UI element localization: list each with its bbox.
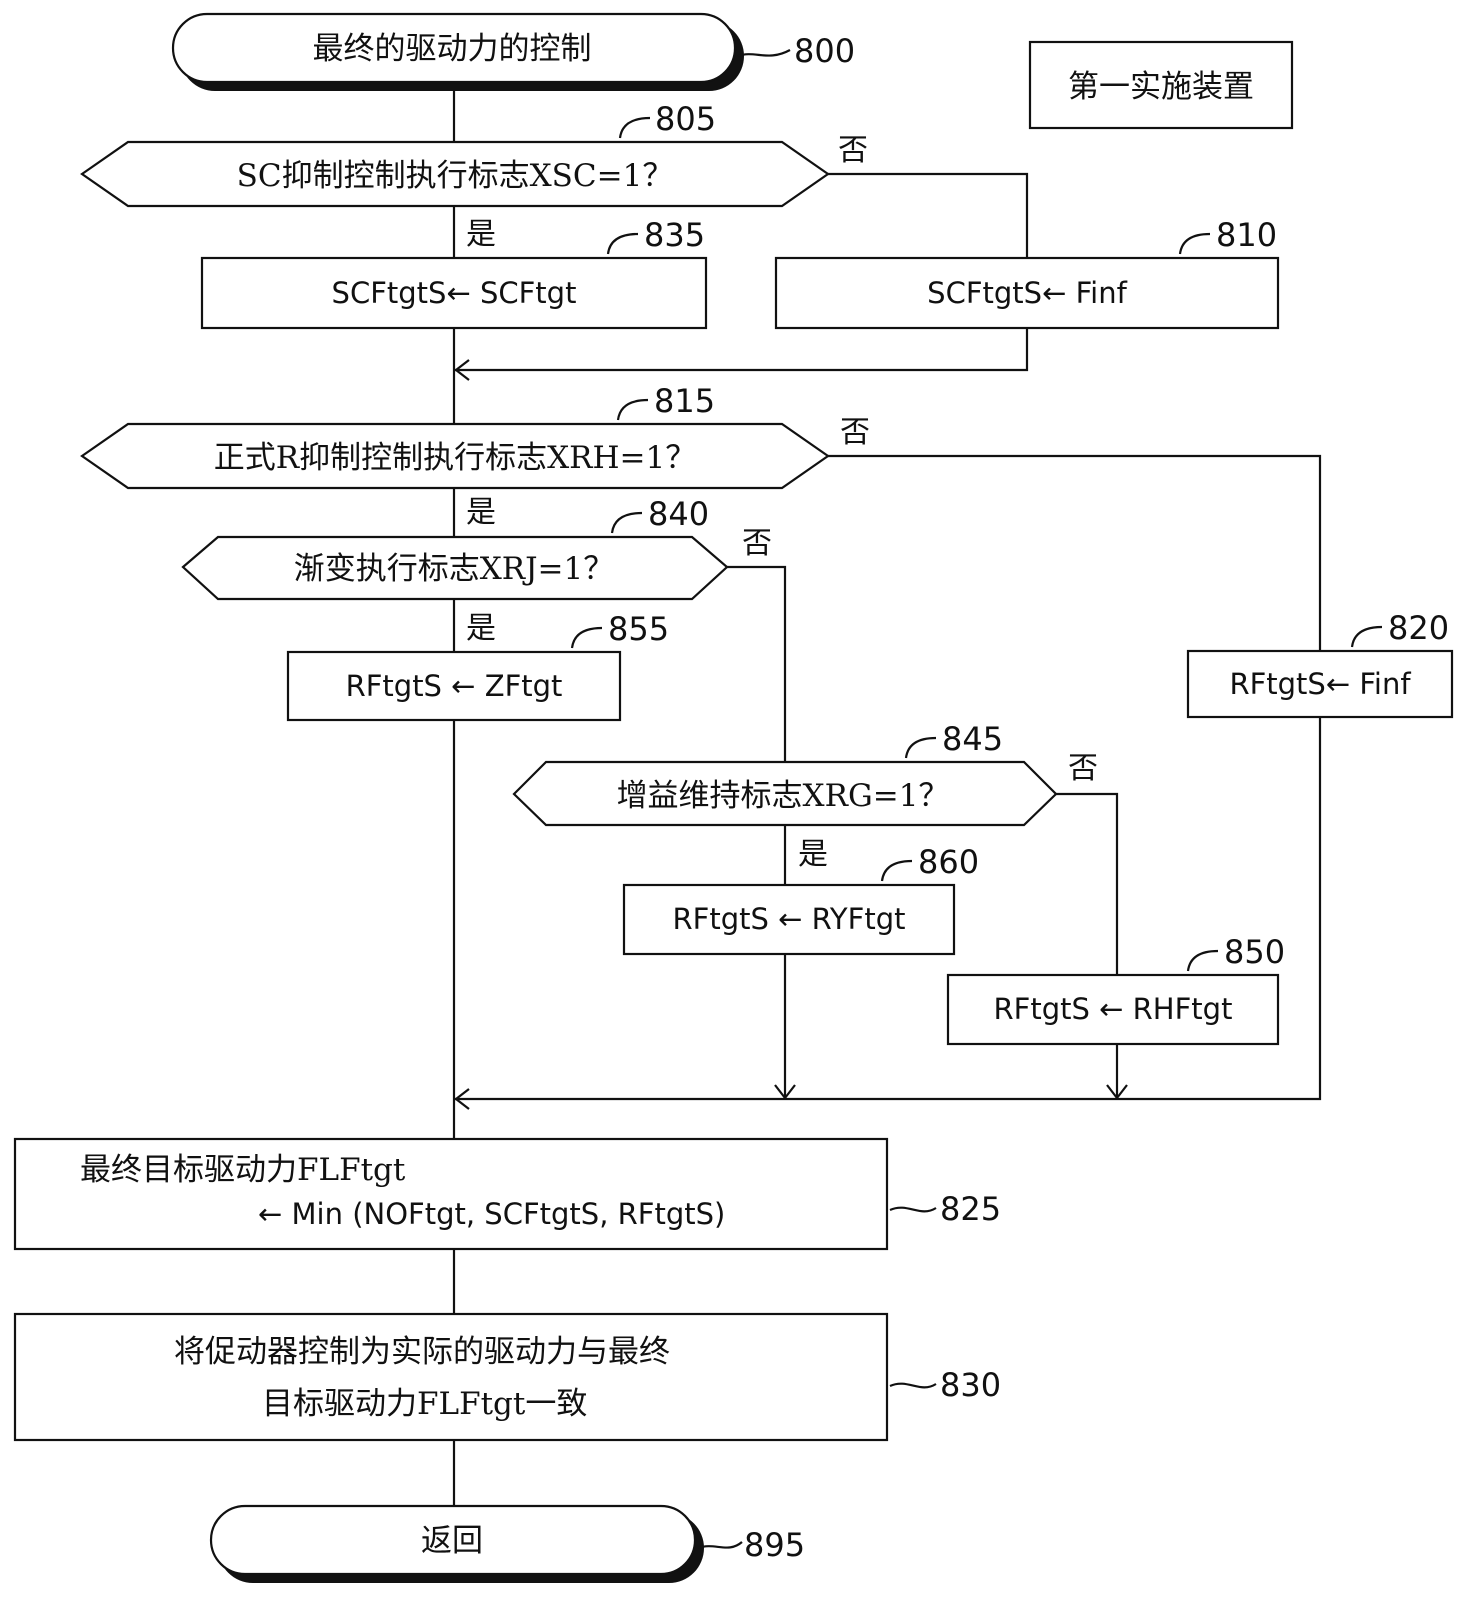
decision-805: SC抑制控制执行标志XSC=1？ 805 否 是 <box>80 100 868 252</box>
process-830-line2: 目标驱动力FLFtgt一致 <box>262 1386 587 1422</box>
arrow-head-850 <box>1106 1084 1128 1100</box>
decision-805-label: SC抑制控制执行标志XSC=1？ <box>237 158 674 194</box>
process-835: SCFtgtS← SCFtgt 835 <box>200 216 708 330</box>
step-number-840: 840 <box>648 495 709 533</box>
process-825-line1: 最终目标驱动力FLFtgt <box>80 1152 406 1188</box>
step-number-845: 845 <box>942 720 1003 758</box>
start-terminal-label: 最终的驱动力的控制 <box>313 31 592 67</box>
connector-805-no <box>828 172 1029 258</box>
step-number-855: 855 <box>608 610 669 648</box>
arrow-head-merge-2 <box>454 1088 470 1110</box>
step-number-810: 810 <box>1216 216 1277 254</box>
process-830-line1: 将促动器控制为实际的驱动力与最终 <box>174 1334 670 1370</box>
decision-840-label: 渐变执行标志XRJ=1？ <box>294 551 615 587</box>
connector-845-no <box>1056 792 1119 975</box>
process-855: RFtgtS ← ZFtgt 855 <box>286 610 669 722</box>
process-825: 最终目标驱动力FLFtgt ← Min (NOFtgt, SCFtgtS, RF… <box>13 1137 1001 1251</box>
no-label-845: 否 <box>1068 751 1098 786</box>
yes-label-840: 是 <box>466 611 496 646</box>
connector-810-merge <box>454 328 1029 372</box>
step-number-860: 860 <box>918 843 979 881</box>
no-label-815: 否 <box>840 415 870 450</box>
step-number-850: 850 <box>1224 933 1285 971</box>
yes-label-805: 是 <box>466 217 496 252</box>
connector-815-no <box>828 454 1322 651</box>
decision-840: 渐变执行标志XRJ=1？ 840 否 是 <box>181 495 772 646</box>
start-terminal: 最终的驱动力的控制 800 <box>171 12 855 91</box>
decision-815-label: 正式R抑制控制执行标志XRH=1？ <box>214 440 696 476</box>
arrow-head-merge-1 <box>454 359 470 381</box>
process-850: RFtgtS ← RHFtgt 850 <box>946 933 1285 1046</box>
connector-840-no <box>727 565 787 762</box>
device-label: 第一实施装置 <box>1068 69 1254 105</box>
step-number-895: 895 <box>744 1526 805 1564</box>
end-terminal-label: 返回 <box>421 1523 483 1559</box>
end-terminal: 返回 895 <box>209 1504 805 1583</box>
no-label-840: 否 <box>742 526 772 561</box>
step-number-830: 830 <box>940 1366 1001 1404</box>
decision-845-label: 增益维持标志XRG=1？ <box>617 778 950 814</box>
step-number-800: 800 <box>794 32 855 70</box>
process-820-label: RFtgtS← Finf <box>1229 667 1411 701</box>
connector-820-merge <box>454 717 1322 1101</box>
step-number-835: 835 <box>644 216 705 254</box>
process-810: SCFtgtS← Finf 810 <box>774 216 1280 330</box>
step-number-815: 815 <box>654 382 715 420</box>
step-number-820: 820 <box>1388 609 1449 647</box>
connectors <box>452 88 1322 1506</box>
decision-815: 正式R抑制控制执行标志XRH=1？ 815 否 是 <box>80 382 870 530</box>
process-860-label: RFtgtS ← RYFtgt <box>673 902 906 936</box>
step-number-805: 805 <box>655 100 716 138</box>
process-830: 将促动器控制为实际的驱动力与最终 目标驱动力FLFtgt一致 830 <box>13 1312 1001 1442</box>
process-850-label: RFtgtS ← RHFtgt <box>994 992 1233 1026</box>
yes-label-845: 是 <box>798 837 828 872</box>
process-860: RFtgtS ← RYFtgt 860 <box>622 843 979 956</box>
no-label-805: 否 <box>838 133 868 168</box>
process-820: RFtgtS← Finf 820 <box>1186 609 1454 719</box>
process-855-label: RFtgtS ← ZFtgt <box>346 669 563 703</box>
device-label-box: 第一实施装置 <box>1028 40 1294 130</box>
yes-label-815: 是 <box>466 495 496 530</box>
step-number-825: 825 <box>940 1190 1001 1228</box>
process-810-label: SCFtgtS← Finf <box>927 276 1127 310</box>
process-835-label: SCFtgtS← SCFtgt <box>332 276 577 310</box>
process-825-line2: ← Min (NOFtgt, SCFtgtS, RFtgtS) <box>258 1197 725 1231</box>
arrow-head-860 <box>774 1084 796 1100</box>
decision-845: 增益维持标志XRG=1？ 845 否 是 <box>512 720 1098 872</box>
